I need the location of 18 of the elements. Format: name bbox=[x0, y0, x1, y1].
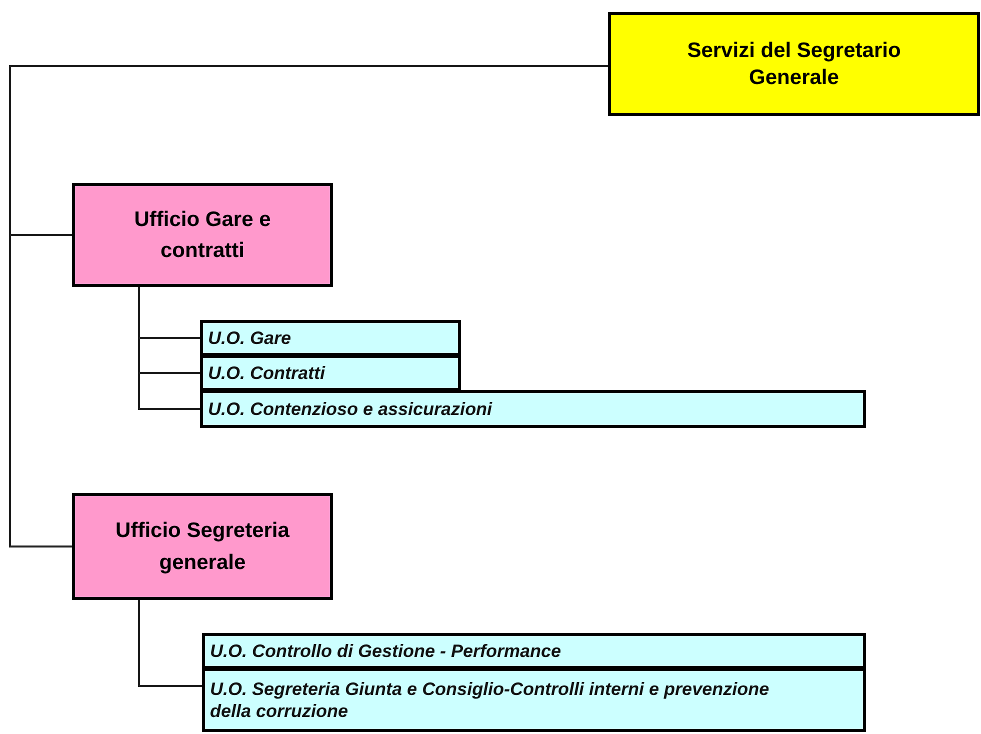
unit-box bbox=[200, 320, 461, 356]
unit-box bbox=[202, 668, 866, 732]
unit-box bbox=[202, 633, 866, 669]
box-label: U.O. Controllo di Gestione - Performance bbox=[210, 640, 562, 662]
box-label: U.O. Segreteria Giunta e Consiglio-Controlli interni e prevenzione della corruzione bbox=[210, 678, 770, 722]
box-label: U.O. Gare bbox=[208, 326, 292, 350]
title-box bbox=[608, 12, 980, 116]
connector-line bbox=[138, 600, 202, 687]
unit-box bbox=[200, 355, 461, 391]
connector-line bbox=[138, 287, 200, 410]
office-box bbox=[72, 183, 333, 287]
box-label: Servizi del Segretario Generale bbox=[686, 38, 902, 91]
office-box bbox=[72, 493, 333, 600]
box-label: U.O. Contenzioso e assicurazioni bbox=[208, 398, 492, 420]
box-label: Ufficio Gare e contratti bbox=[133, 206, 272, 264]
box-label: U.O. Contratti bbox=[208, 362, 325, 384]
box-label: Ufficio Segreteria generale bbox=[114, 518, 290, 576]
unit-box bbox=[200, 390, 866, 428]
